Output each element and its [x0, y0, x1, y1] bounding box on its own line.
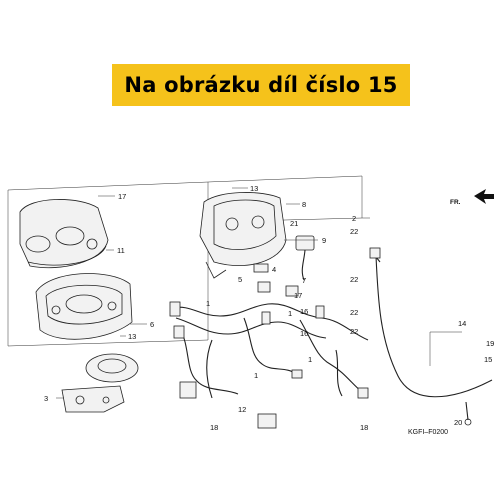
front-direction-arrow-icon: [474, 189, 494, 204]
label-17: 17: [294, 291, 302, 300]
label-18: 18: [360, 423, 368, 432]
label-6: 6: [150, 320, 154, 329]
label-1: 1: [254, 371, 258, 380]
label-1: 1: [206, 299, 210, 308]
label-12: 12: [238, 405, 246, 414]
speedometer-cable: [369, 247, 493, 426]
label-13: 13: [128, 332, 136, 341]
banner-text: Na obrázku díl číslo 15: [124, 73, 398, 97]
speedometer-unit: [61, 353, 139, 413]
label-9: 9: [322, 236, 326, 245]
label-7: 7: [302, 276, 306, 285]
drawing-code: KGFI–F0200: [408, 429, 448, 436]
label-5: 5: [238, 275, 242, 284]
sensor-part: [295, 235, 315, 281]
label-18: 18: [210, 423, 218, 432]
bracket-5: [257, 281, 271, 293]
label-2: 2: [352, 214, 356, 223]
label-8: 8: [302, 200, 306, 209]
front-direction-label: FR.: [450, 199, 461, 206]
leader-lines: [56, 187, 462, 399]
label-21: 21: [290, 219, 298, 228]
label-1: 1: [308, 355, 312, 364]
label-16: 16: [300, 329, 308, 338]
label-22: 22: [350, 327, 358, 336]
label-15: 15: [484, 355, 492, 364]
label-1: 1: [288, 309, 292, 318]
frame-left-group: [7, 181, 209, 347]
part-number-banner: Na obrázku díl číslo 15: [112, 64, 410, 106]
meter-cover: [19, 199, 109, 269]
label-22: 22: [350, 275, 358, 284]
meter-assembly: [35, 273, 133, 340]
label-16: 16: [300, 307, 308, 316]
label-11: 11: [117, 246, 125, 255]
label-20: 20: [454, 418, 462, 427]
label-17: 17: [118, 192, 126, 201]
label-13: 13: [250, 184, 258, 193]
label-3: 3: [44, 394, 48, 403]
label-22: 22: [350, 308, 358, 317]
frame-upper-group: [207, 175, 363, 223]
wire-harness: [169, 301, 369, 429]
upper-housing: [199, 192, 287, 279]
label-22: 22: [350, 227, 358, 236]
label-14: 14: [458, 319, 466, 328]
label-4: 4: [272, 265, 276, 274]
bracket-7: [285, 285, 299, 297]
label-19: 19: [486, 339, 494, 348]
bracket-4: [253, 263, 269, 273]
